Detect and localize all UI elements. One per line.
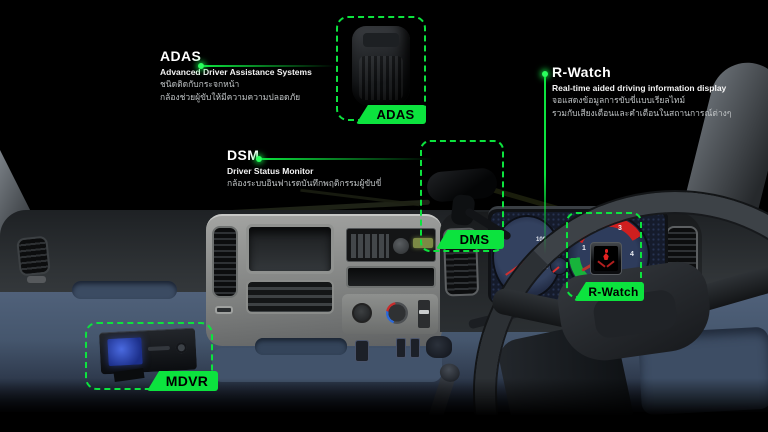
rocker-switch — [355, 340, 369, 362]
dms-highlight-box — [420, 140, 504, 252]
dsm-subtitle: Driver Status Monitor — [227, 166, 314, 176]
rocker-switch — [396, 338, 406, 358]
dsm-connector-line — [262, 158, 432, 160]
console-ribbed-tray — [246, 280, 334, 314]
rwatch-subtitle: Real-time aided driving information disp… — [552, 83, 727, 93]
pedestrian-warning-icon — [603, 249, 609, 260]
adas-camera-ribs — [359, 56, 403, 100]
rwatch-connector-dot — [542, 71, 548, 77]
glovebox-cubby — [246, 224, 334, 274]
mdvr-tag-label: MDVR — [147, 371, 218, 391]
rocker-switch — [410, 338, 420, 358]
adas-subtitle: Advanced Driver Assistance Systems — [160, 67, 312, 77]
speedo-label: 100 — [536, 237, 547, 243]
console-open-slot — [346, 266, 436, 288]
dsm-desc-line: กล้องระบบอินฟาเรดบันทึกพฤติกรรมผู้ขับขี่ — [227, 178, 382, 188]
dms-tag-label: DMS — [436, 230, 504, 249]
center-console — [206, 214, 442, 346]
adas-connector-dot — [198, 63, 204, 69]
headlight-knob — [426, 336, 452, 358]
left-dash-clip — [27, 276, 46, 283]
rwatch-screen — [594, 246, 618, 271]
adas-camera-window — [363, 33, 399, 47]
radio-button-grid — [351, 234, 389, 258]
hvac-fan-knob — [352, 303, 372, 323]
rwatch-callout: R-Watch Real-time aided driving informat… — [552, 64, 757, 118]
mdvr-tag-text: MDVR — [165, 373, 209, 389]
hvac-panel — [342, 294, 438, 334]
adas-tag-label: ADAS — [356, 105, 426, 124]
adas-callout: ADAS Advanced Driver Assistance Systems … — [160, 48, 350, 102]
rwatch-desc-line: จอแสดงข้อมูลการขับขี่แบบเรียลไทม์ — [552, 95, 686, 105]
left-dash-vent — [16, 235, 51, 277]
dsm-callout: DSM Driver Status Monitor กล้องระบบอินฟา… — [227, 147, 427, 189]
bottom-shadow — [0, 378, 768, 432]
rwatch-tag-label: R-Watch — [574, 282, 644, 301]
hvac-temp-knob — [386, 302, 408, 324]
hvac-mode-slider — [418, 300, 430, 328]
radio-volume-knob — [393, 238, 409, 254]
rwatch-connector-line — [544, 77, 546, 254]
rwatch-title: R-Watch — [552, 64, 612, 80]
pedestrian-body — [603, 253, 609, 260]
rwatch-tag-text: R-Watch — [588, 284, 639, 299]
adas-connector-line — [204, 65, 336, 67]
dsm-title: DSM — [227, 147, 260, 163]
console-side-vent — [212, 226, 238, 298]
rwatch-desc-line: รวมกับเสียงเตือนและคำเตือนในสถานการณ์ต่า… — [552, 107, 732, 118]
adas-tag-text: ADAS — [376, 107, 415, 122]
dsm-connector-dot — [256, 156, 262, 162]
adas-title: ADAS — [160, 48, 202, 64]
adas-camera-device — [352, 26, 410, 106]
left-dash-tray — [72, 281, 177, 299]
dms-tag-text: DMS — [459, 232, 490, 247]
lower-dash-pocket — [255, 338, 347, 355]
console-small-button — [215, 306, 233, 314]
hvac-slider-thumb — [419, 310, 429, 314]
adas-desc-line: กล้องช่วยผู้ขับให้มีความความปลอดภัย — [160, 91, 301, 102]
rwatch-display-device — [590, 242, 622, 275]
pedestrian-head — [604, 249, 608, 253]
adas-desc-line: ชนิดติดกับกระจกหน้า — [160, 79, 240, 89]
